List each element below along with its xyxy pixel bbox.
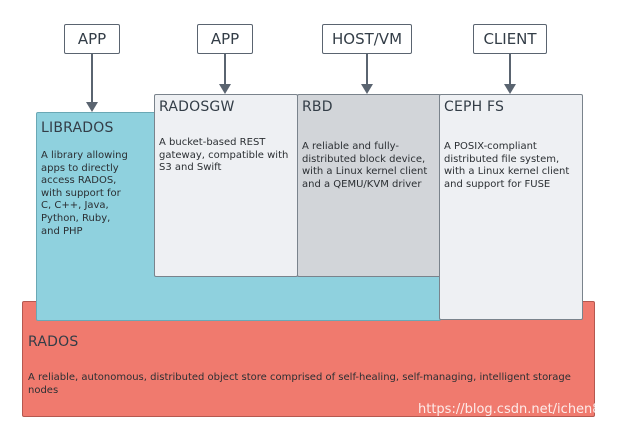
radosgw-desc-line: A bucket-based REST bbox=[159, 137, 266, 148]
cephfs-desc-line: A POSIX-compliant bbox=[444, 141, 537, 152]
arrow-client-to-cephfs bbox=[504, 54, 516, 94]
top-box-app-2: APP bbox=[197, 24, 253, 54]
rbd-desc-line: distributed block device, bbox=[302, 153, 426, 165]
radosgw-box: RADOSGW A bucket-based REST gateway, com… bbox=[154, 94, 298, 277]
cephfs-desc-line: with a Linux kernel client bbox=[444, 166, 570, 178]
rbd-desc-line: with a Linux kernel client bbox=[302, 166, 428, 178]
rbd-title: RBD bbox=[302, 99, 333, 115]
top-box-label: APP bbox=[210, 30, 240, 48]
cephfs-desc: A POSIX-compliant distributed file syste… bbox=[444, 141, 569, 191]
cephfs-title: CEPH FS bbox=[444, 99, 505, 115]
radosgw-desc: A bucket-based REST gateway, compatible … bbox=[159, 137, 288, 175]
cephfs-desc-line: and support for FUSE bbox=[444, 178, 551, 190]
librados-desc-line: access RADOS, bbox=[41, 175, 117, 187]
librados-desc-line: C, C++, Java, bbox=[41, 200, 109, 212]
top-box-client: CLIENT bbox=[473, 24, 547, 54]
rados-desc-line: nodes bbox=[28, 384, 59, 396]
arrow-app-to-librados bbox=[86, 54, 98, 112]
top-box-label: APP bbox=[77, 30, 107, 48]
rbd-desc-line: and a QEMU/KVM driver bbox=[302, 178, 422, 190]
radosgw-desc-line: S3 and Swift bbox=[159, 162, 222, 174]
radosgw-desc-line: gateway, compatible with bbox=[159, 149, 289, 161]
librados-desc-line: and PHP bbox=[41, 225, 83, 237]
librados-desc: A library allowing apps to directly acce… bbox=[41, 150, 128, 238]
watermark-text: https://blog.csdn.net/ichen820 bbox=[418, 402, 618, 417]
rados-title: RADOS bbox=[28, 334, 79, 350]
top-box-label: HOST/VM bbox=[331, 30, 403, 48]
top-box-label: CLIENT bbox=[483, 30, 537, 48]
librados-desc-line: Python, Ruby, bbox=[41, 212, 111, 224]
librados-desc-line: apps to directly bbox=[41, 162, 119, 174]
rbd-desc: A reliable and fully- distributed block … bbox=[302, 141, 427, 191]
radosgw-title: RADOSGW bbox=[159, 99, 235, 115]
rados-desc-line: A reliable, autonomous, distributed obje… bbox=[28, 372, 571, 383]
arrow-app-to-radosgw bbox=[219, 54, 231, 94]
top-box-host-vm: HOST/VM bbox=[322, 24, 412, 54]
rados-desc: A reliable, autonomous, distributed obje… bbox=[28, 372, 571, 397]
top-box-app-1: APP bbox=[64, 24, 120, 54]
rbd-box: RBD A reliable and fully- distributed bl… bbox=[297, 94, 441, 277]
librados-desc-line: A library allowing bbox=[41, 150, 128, 161]
librados-desc-line: with support for bbox=[41, 187, 121, 199]
cephfs-desc-line: distributed file system, bbox=[444, 153, 560, 165]
cephfs-box: CEPH FS A POSIX-compliant distributed fi… bbox=[439, 94, 583, 320]
rbd-desc-line: A reliable and fully- bbox=[302, 141, 399, 152]
librados-title: LIBRADOS bbox=[41, 120, 114, 136]
arrow-host-to-rbd bbox=[361, 54, 373, 94]
